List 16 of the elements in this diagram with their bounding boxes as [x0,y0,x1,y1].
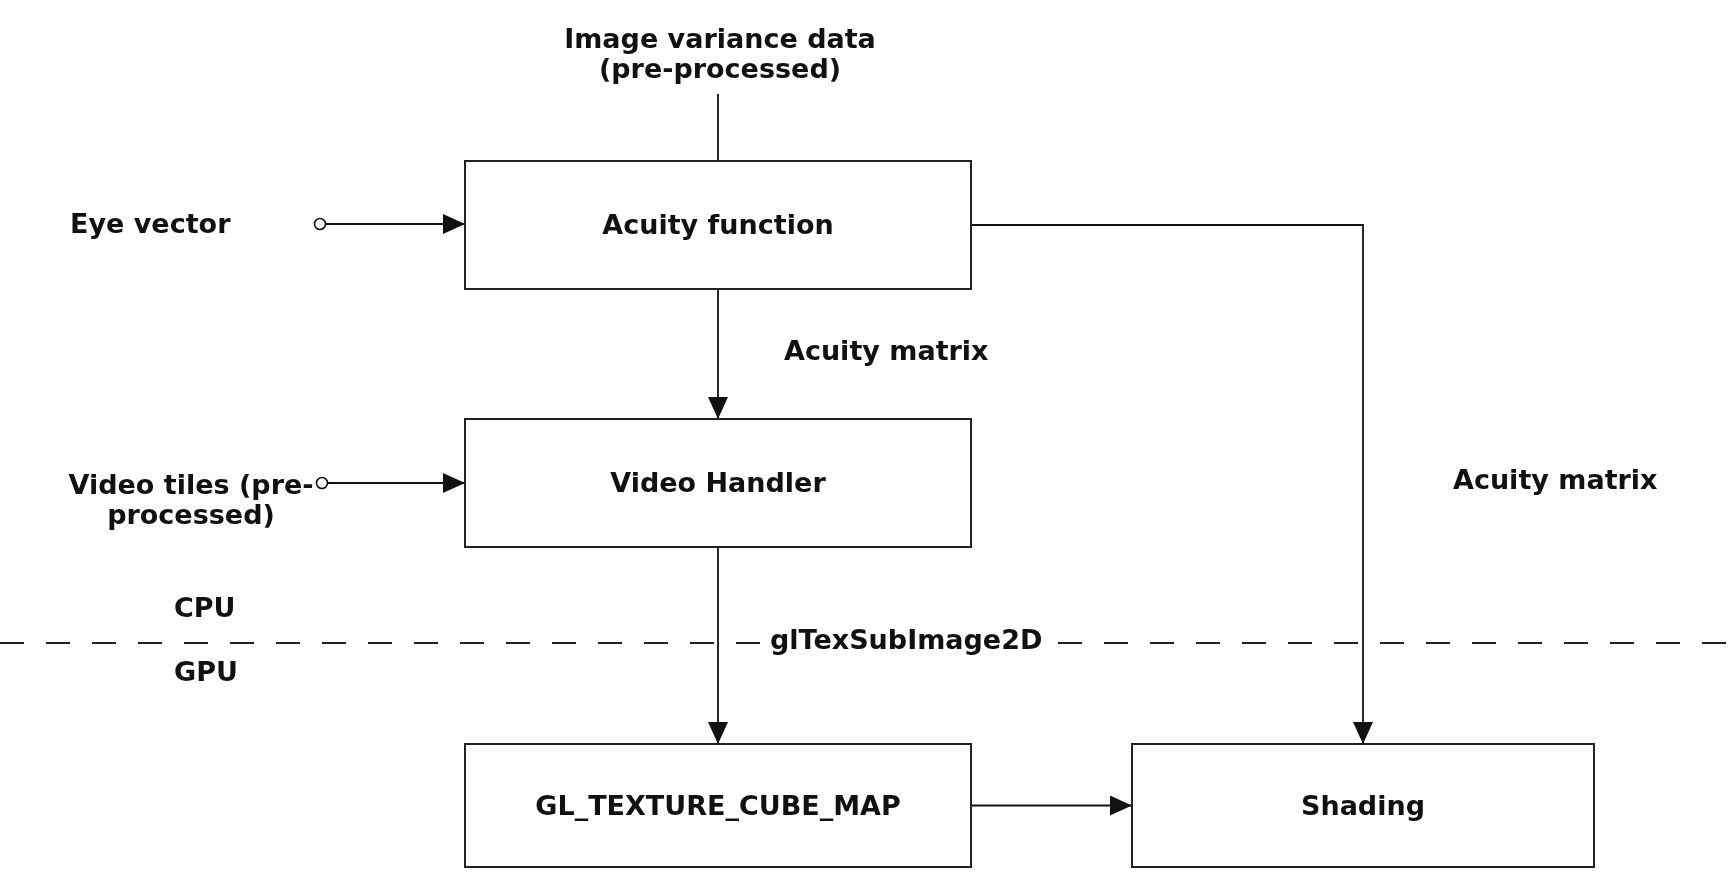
arrow [971,795,1132,816]
process-box: Acuity function [464,160,972,290]
process-box: Video Handler [464,418,972,548]
input-label: Image variance data (pre-processed) [560,14,880,94]
region-label: CPU [173,593,237,623]
arrow [708,547,728,744]
process-box: GL_TEXTURE_CUBE_MAP [464,743,972,868]
region-label: GPU [173,657,239,687]
arrow [971,224,1373,744]
input-label: Video tiles (pre-processed) [60,470,322,530]
arrow [313,214,465,234]
connector-line [717,93,719,161]
arrow [708,289,728,419]
input-label: Eye vector [70,200,320,248]
arrow [315,473,465,493]
process-box: Shading [1131,743,1595,868]
